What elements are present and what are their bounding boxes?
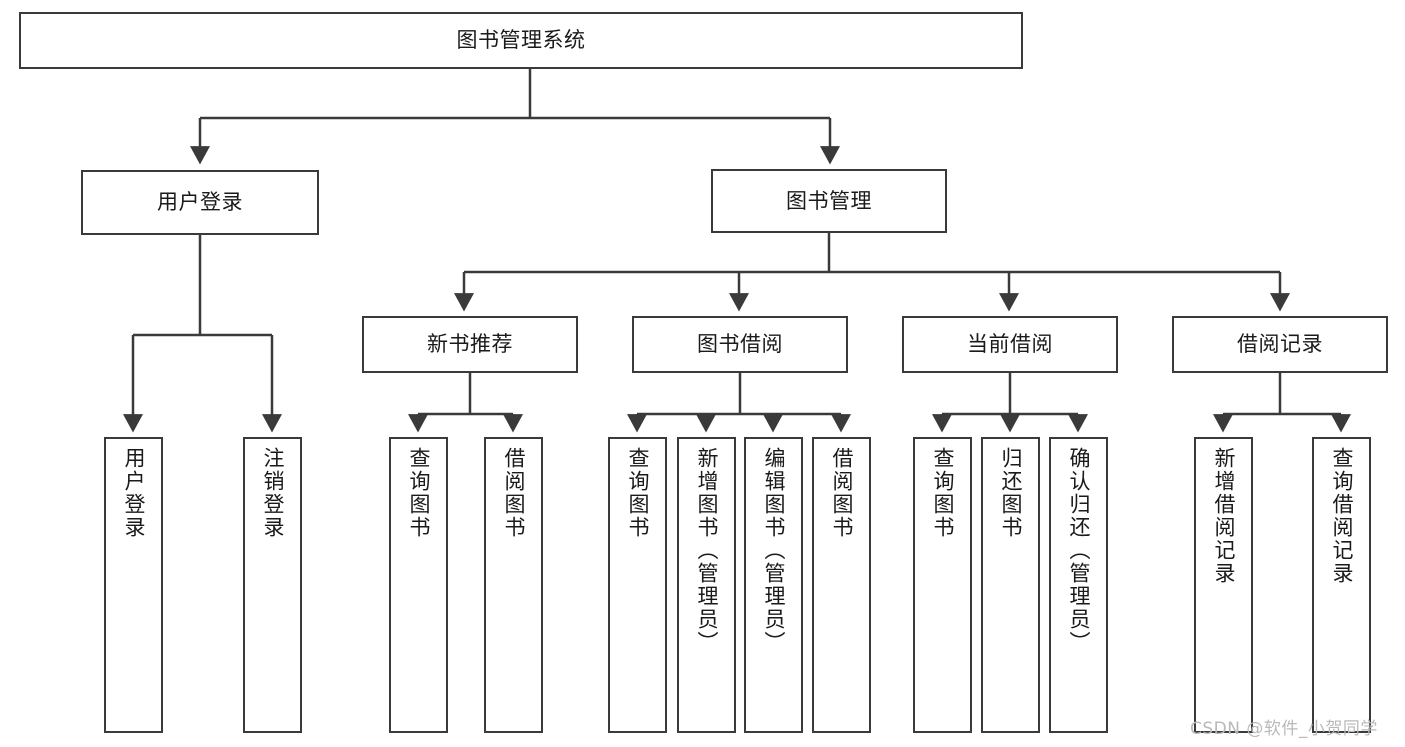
leaf-query-book-borrow[interactable]: 查询图书 <box>608 437 667 733</box>
node-label: 查询图书 <box>407 447 431 539</box>
node-current-borrow[interactable]: 当前借阅 <box>902 316 1118 373</box>
node-label: 新增图书（管理员） <box>695 447 719 654</box>
node-label: 图书管理系统 <box>456 28 586 53</box>
leaf-borrow-book[interactable]: 借阅图书 <box>812 437 871 733</box>
node-label: 借阅记录 <box>1237 332 1323 357</box>
leaf-query-book-recommend[interactable]: 查询图书 <box>389 437 448 733</box>
leaf-return-book[interactable]: 归还图书 <box>981 437 1040 733</box>
node-label: 归还图书 <box>999 447 1023 539</box>
node-label: 图书管理 <box>786 188 872 213</box>
csdn-watermark: CSDN @软件_小贺同学 <box>1190 719 1378 739</box>
node-label: 当前借阅 <box>967 332 1053 357</box>
leaf-logout[interactable]: 注销登录 <box>243 437 302 733</box>
leaf-borrow-book-recommend[interactable]: 借阅图书 <box>484 437 543 733</box>
node-label: 用户登录 <box>122 447 146 539</box>
node-label: 借阅图书 <box>502 447 526 539</box>
node-label: 新增借阅记录 <box>1212 447 1236 585</box>
node-label: 查询图书 <box>931 447 955 539</box>
leaf-user-login[interactable]: 用户登录 <box>104 437 163 733</box>
node-book-borrow[interactable]: 图书借阅 <box>632 316 848 373</box>
node-book-management[interactable]: 图书管理 <box>711 169 947 233</box>
leaf-edit-book-admin[interactable]: 编辑图书（管理员） <box>744 437 803 733</box>
node-user-login[interactable]: 用户登录 <box>81 170 319 235</box>
node-new-book-recommend[interactable]: 新书推荐 <box>362 316 578 373</box>
node-label: 确认归还（管理员） <box>1067 447 1091 654</box>
node-label: 用户登录 <box>157 190 243 215</box>
node-label: 新书推荐 <box>427 332 513 357</box>
node-label: 图书借阅 <box>697 332 783 357</box>
leaf-query-book-current[interactable]: 查询图书 <box>913 437 972 733</box>
leaf-confirm-return-admin[interactable]: 确认归还（管理员） <box>1049 437 1108 733</box>
leaf-add-borrow-record[interactable]: 新增借阅记录 <box>1194 437 1253 733</box>
node-label: 编辑图书（管理员） <box>762 447 786 654</box>
node-label: 注销登录 <box>261 447 285 539</box>
node-label: 查询借阅记录 <box>1330 447 1354 585</box>
node-book-management-system[interactable]: 图书管理系统 <box>19 12 1023 69</box>
node-label: 查询图书 <box>626 447 650 539</box>
leaf-query-borrow-record[interactable]: 查询借阅记录 <box>1312 437 1371 733</box>
node-borrow-record[interactable]: 借阅记录 <box>1172 316 1388 373</box>
node-label: 借阅图书 <box>830 447 854 539</box>
leaf-add-book-admin[interactable]: 新增图书（管理员） <box>677 437 736 733</box>
